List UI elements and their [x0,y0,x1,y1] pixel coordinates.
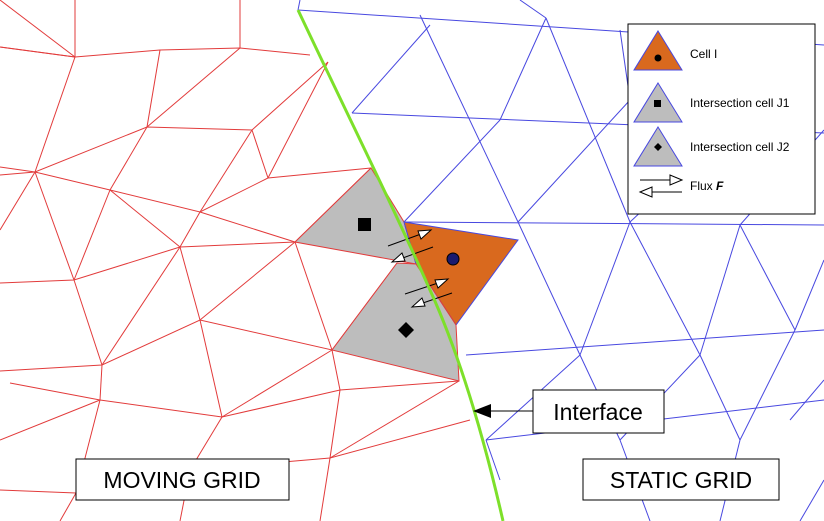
interface-label: Interface [553,399,643,425]
legend-flux-arrows [638,174,684,198]
moving-grid-mesh [0,0,471,521]
intersection-cell-j2 [331,262,460,382]
diamond-marker [398,322,414,338]
legend-square-marker [654,100,661,107]
square-marker [358,218,371,231]
legend-j2-label: Intersection cell J2 [690,140,790,154]
legend-flux-label: Flux F [690,179,724,193]
moving-grid-label: MOVING GRID [103,467,260,493]
flux-arrows-upper [387,229,434,263]
circle-marker [446,252,460,266]
static-grid-label: STATIC GRID [610,467,752,493]
intersection-cell-j1 [293,167,417,265]
interface-curve [296,9,505,521]
static-grid-label-box: STATIC GRID [582,458,780,501]
legend-cell-i-label: Cell I [690,47,717,61]
legend: Cell I Intersection cell J1 Intersection… [627,23,816,215]
legend-j1-label: Intersection cell J1 [690,96,790,110]
legend-cell-i-swatch [633,30,683,71]
interface-label-box: Interface [532,389,665,434]
legend-diamond-marker [654,143,662,151]
interface-pointer-arrow [473,404,533,418]
flux-arrows-lower [404,278,453,308]
moving-grid-label-box: MOVING GRID [75,458,290,501]
legend-circle-marker [654,54,662,62]
